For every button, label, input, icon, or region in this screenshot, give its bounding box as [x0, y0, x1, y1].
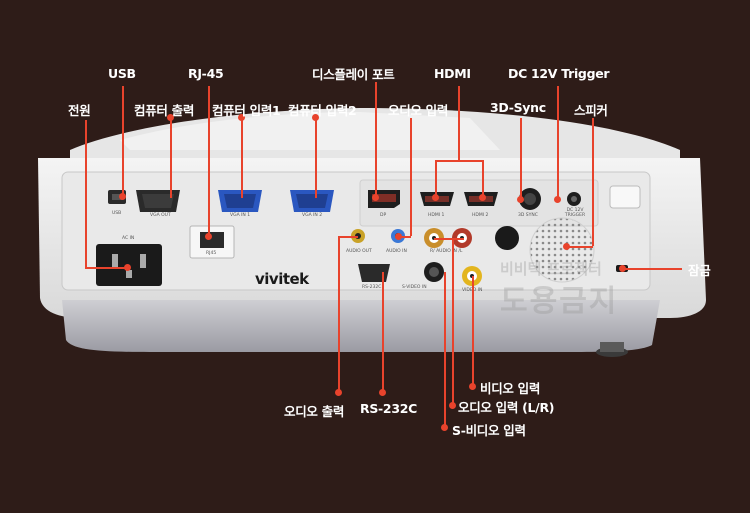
panel-vga-out-label: VGA OUT: [150, 213, 171, 218]
panel-ac-in-label: AC IN: [122, 236, 135, 241]
callout-audio-in-lr: 오디오 입력 (L/R): [458, 400, 555, 415]
panel-hdmi1-label: HDMI 1: [428, 213, 445, 218]
callout-hdmi: HDMI: [434, 66, 471, 81]
callout-audio-in: 오디오 입력: [388, 103, 449, 118]
panel-dc-trigger-label: DC 12V TRIGGER: [564, 208, 586, 218]
panel-rj45-label: RJ45: [206, 251, 217, 256]
callout-lock: 잠금: [688, 263, 711, 278]
panel-svideo-label: S-VIDEO IN: [402, 285, 427, 290]
callout-dc-trigger: DC 12V Trigger: [508, 66, 610, 81]
callout-svideo-in: S-비디오 입력: [452, 423, 526, 438]
callout-rj45: RJ-45: [188, 66, 224, 81]
panel-vga-in2-label: VGA IN 2: [302, 213, 323, 218]
panel-hdmi2-label: HDMI 2: [472, 213, 489, 218]
watermark-line1: 비비텍 프로젝터: [500, 260, 602, 278]
panel-rl-audio-label: R/ AUDIO IN /L: [430, 249, 463, 254]
panel-rs232c-label: RS-232C: [362, 285, 382, 290]
callout-displayport: 디스플레이 포트: [312, 67, 395, 82]
speaker-grill: [529, 217, 595, 283]
panel-audio-out-label: AUDIO OUT: [346, 249, 372, 254]
callout-computer-in2: 컴퓨터 입력2: [288, 103, 357, 118]
callout-usb: USB: [108, 66, 136, 81]
brand-logo: vivitek: [255, 270, 309, 288]
panel-sync3d-label: 3D SYNC: [518, 213, 538, 218]
callout-speaker: 스피커: [574, 103, 608, 118]
callout-computer-out: 컴퓨터 출력: [134, 103, 195, 118]
callout-audio-out: 오디오 출력: [284, 404, 345, 419]
watermark-line2: 도용금지: [500, 284, 619, 319]
panel-vga-in1-label: VGA IN 1: [230, 213, 251, 218]
callout-power: 전원: [68, 103, 91, 118]
ir-sensor: [495, 226, 519, 250]
panel-dp-label: DP: [380, 213, 387, 218]
callout-computer-in1: 컴퓨터 입력1: [212, 103, 281, 118]
callout-rs232c: RS-232C: [360, 401, 417, 416]
panel-usb-label: USB: [112, 211, 122, 216]
panel-audio-in-label: AUDIO IN: [386, 249, 407, 254]
callout-3d-sync: 3D-Sync: [490, 100, 546, 115]
callout-video-in: 비디오 입력: [480, 381, 541, 396]
